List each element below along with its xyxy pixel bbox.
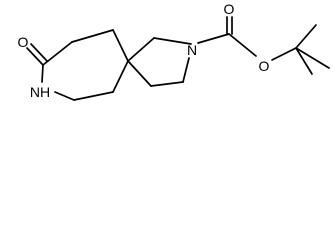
atom-pyrrolidine-nitrogen: N bbox=[187, 42, 197, 58]
bond-ring7-n-co bbox=[41, 64, 44, 83]
bond-ring5-cbot2-spiro bbox=[127, 60, 152, 87]
bond-ring5-cbot-cbot2 bbox=[150, 81, 184, 87]
bond-ring-carbonyl-1 bbox=[26, 47, 44, 66]
bond-n-carbamate-c bbox=[197, 33, 230, 44]
molecule-structure: O NH N O O bbox=[18, 1, 330, 101]
bond-o-tbu bbox=[271, 47, 297, 61]
bond-ring7-c2-spiro bbox=[112, 29, 129, 62]
bond-ring7-c4-c5 bbox=[73, 91, 114, 101]
atom-ring-carbonyl-oxygen: O bbox=[18, 34, 29, 50]
atom-label-nh: NH bbox=[30, 84, 50, 100]
bond-tbu-me1 bbox=[295, 24, 317, 49]
bond-ring7-c5-n bbox=[54, 91, 75, 101]
bond-ring7-spiro-c4 bbox=[112, 60, 129, 93]
bond-carbamate-c-o bbox=[228, 33, 257, 57]
bond-ring7-c1-c2 bbox=[71, 29, 114, 43]
atom-label-n: N bbox=[187, 42, 197, 58]
bond-ring-carbonyl-2 bbox=[30, 43, 48, 62]
bond-tbu-me2 bbox=[295, 47, 330, 69]
bond-ring5-spiro-ctop bbox=[127, 37, 155, 62]
atom-carbamate-ester-oxygen: O bbox=[259, 58, 270, 74]
bond-ring5-ctop-n bbox=[153, 37, 192, 45]
atom-label-ring-o: O bbox=[18, 34, 29, 50]
atom-carbamate-carbonyl-oxygen: O bbox=[224, 1, 235, 17]
bond-tbu-me3 bbox=[295, 47, 313, 75]
atom-amide-nitrogen: NH bbox=[30, 84, 50, 100]
atom-label-carbamate-o-top: O bbox=[224, 1, 235, 17]
atom-label-carbamate-o-ester: O bbox=[259, 58, 270, 74]
bond-ring5-n-cbot bbox=[182, 57, 190, 83]
